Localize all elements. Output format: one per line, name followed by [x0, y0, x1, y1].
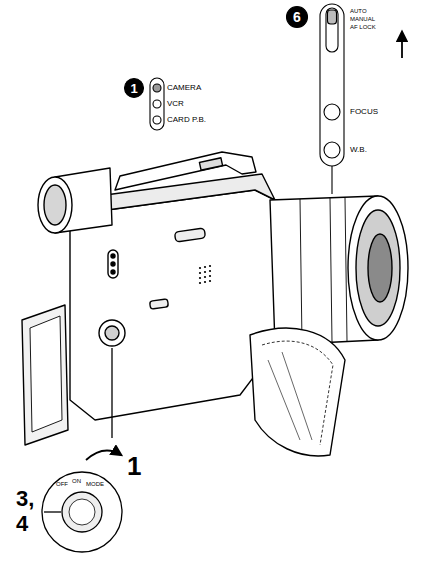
- speaker-grill: [204, 271, 206, 273]
- speaker-grill: [204, 281, 206, 283]
- speaker-grill: [199, 282, 201, 284]
- camcorder-body: [30, 316, 62, 432]
- dial-label: ON: [72, 478, 81, 484]
- step-number: 4: [16, 513, 28, 535]
- mode-lamp-panel: [153, 84, 161, 92]
- camcorder-body: [199, 158, 222, 170]
- camcorder-body: [262, 341, 333, 445]
- power-dial: [62, 492, 102, 532]
- focus-panel: [324, 104, 340, 120]
- mode-lamp-panel: [150, 78, 164, 130]
- camcorder-body: [44, 185, 66, 225]
- speaker-grill: [199, 265, 211, 284]
- speaker-grill: [209, 275, 211, 277]
- speaker-grill: [199, 267, 201, 269]
- camcorder-body: [250, 328, 345, 456]
- camcorder-body: [105, 326, 119, 340]
- focus-panel: [328, 10, 337, 24]
- step-number: 3,: [16, 488, 34, 510]
- dial-label: MODE: [86, 481, 104, 487]
- mode-label: VCR: [167, 100, 184, 108]
- camcorder-body: [111, 262, 115, 266]
- camcorder-body: [268, 360, 300, 440]
- speaker-grill: [209, 280, 211, 282]
- focus-panel: [401, 32, 403, 58]
- step-number: 1: [127, 453, 141, 479]
- camcorder-body: [330, 198, 332, 342]
- speaker-grill: [204, 266, 206, 268]
- switch-label: AUTO: [350, 8, 367, 14]
- speaker-grill: [199, 272, 201, 274]
- focus-panel: [320, 4, 344, 166]
- power-dial: [44, 511, 61, 512]
- camcorder-body: [38, 177, 72, 233]
- mode-label: CARD P.B.: [167, 116, 206, 124]
- camcorder-body: [174, 228, 205, 242]
- power-dial: [86, 451, 121, 460]
- mode-lamp-panel: [125, 78, 165, 130]
- mode-lamp-panel: [125, 79, 144, 98]
- power-dial: [69, 499, 95, 525]
- camcorder-body: [111, 254, 115, 258]
- camcorder-body: [356, 210, 400, 326]
- focus-panel: [324, 142, 340, 158]
- focus-panel: [326, 8, 338, 52]
- power-dial: [42, 348, 122, 552]
- camcorder-body: [282, 352, 312, 440]
- callout-number: 6: [293, 10, 301, 24]
- switch-label: AF LOCK: [350, 24, 376, 30]
- camcorder-body: [111, 270, 115, 274]
- power-dial: [111, 348, 112, 438]
- camcorder-body: [345, 198, 347, 341]
- camcorder-body: [22, 305, 68, 445]
- camcorder-body: [150, 299, 169, 309]
- speaker-grill: [199, 277, 201, 279]
- mode-lamp-panel: [153, 100, 161, 108]
- callout-number: 1: [130, 82, 137, 95]
- focus-panel: [287, 7, 308, 28]
- focus-panel: [287, 4, 403, 194]
- focus-panel: [331, 166, 332, 194]
- speaker-grill: [209, 265, 211, 267]
- button-label: W.B.: [350, 146, 367, 154]
- speaker-grill: [209, 270, 211, 272]
- camcorder-body: [99, 320, 125, 346]
- switch-label: MANUAL: [350, 16, 375, 22]
- speaker-grill: [204, 276, 206, 278]
- button-label: FOCUS: [350, 108, 378, 116]
- camcorder-body: [22, 152, 408, 456]
- mode-label: CAMERA: [167, 84, 201, 92]
- dial-label: OFF: [56, 481, 68, 487]
- camcorder-body: [108, 250, 118, 278]
- mode-lamp-panel: [153, 116, 161, 124]
- camcorder-body: [368, 234, 392, 302]
- camcorder-body: [348, 196, 408, 340]
- camcorder-body: [115, 152, 256, 190]
- camcorder-body: [300, 199, 302, 343]
- power-dial: [42, 472, 122, 552]
